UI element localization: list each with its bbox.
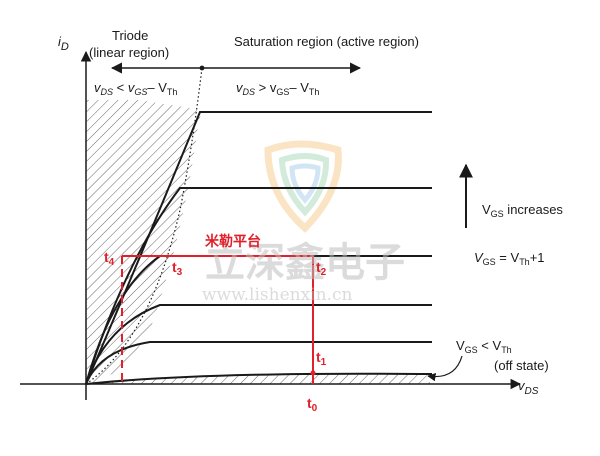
shield-logo-icon bbox=[264, 140, 342, 233]
t1-label: t1 bbox=[316, 349, 327, 368]
watermark-url: www.lishenxin.cn bbox=[202, 285, 352, 305]
t0-label: t0 bbox=[307, 395, 318, 414]
x-axis-label: vDS bbox=[518, 378, 539, 397]
id-vds-curves bbox=[85, 111, 432, 385]
t4-label: t4 bbox=[104, 249, 115, 268]
curve-3 bbox=[85, 255, 432, 385]
t2-label: t2 bbox=[316, 259, 327, 278]
off-state-pointer bbox=[427, 355, 463, 382]
vgs-increases-label: VGS increases bbox=[482, 202, 563, 219]
off-state-hatched-region bbox=[86, 373, 430, 384]
miller-highlight bbox=[121, 255, 314, 384]
vgs-threshold-plus-one: VGS = VTh+1 bbox=[474, 250, 545, 267]
curve-4 bbox=[85, 304, 432, 385]
triode-subtitle: (linear region) bbox=[89, 45, 169, 60]
miller-plateau-label: 米勒平台 bbox=[205, 233, 261, 249]
y-axis-label: iD bbox=[58, 34, 69, 53]
t3-label: t3 bbox=[172, 259, 183, 278]
watermark-cn: 立深鑫电子 bbox=[205, 239, 405, 286]
curve-off bbox=[85, 372, 432, 385]
t1-point bbox=[310, 370, 316, 376]
off-state-label: (off state) bbox=[494, 358, 549, 373]
saturation-condition: vDS > vGS– VTh bbox=[236, 80, 319, 97]
curve-1 bbox=[85, 111, 432, 385]
vgs-below-threshold: VGS < VTh bbox=[456, 338, 512, 355]
triode-title: Triode bbox=[112, 28, 148, 43]
triode-hatched-region bbox=[86, 100, 201, 384]
curve-5 bbox=[85, 341, 432, 385]
saturation-title: Saturation region (active region) bbox=[234, 34, 419, 49]
triode-condition: vDS < vGS– VTh bbox=[94, 80, 177, 97]
triode-boundary-dotted bbox=[85, 67, 203, 385]
